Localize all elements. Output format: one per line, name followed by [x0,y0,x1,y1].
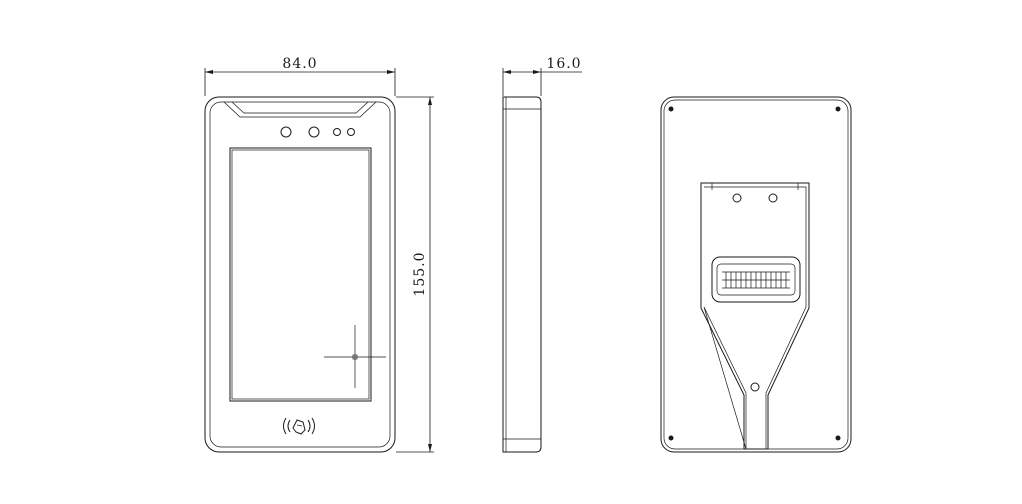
screw-bottom-right [835,435,841,441]
bracket-hole-bottom [750,382,760,392]
side-profile [502,96,542,453]
indicator-led-1 [333,128,341,136]
nfc-reader-icon [283,417,315,435]
screw-top-left [668,106,674,112]
height-dimension: 155.0 [396,96,434,453]
mounting-bracket-inner [703,186,807,450]
connector-housing [711,256,801,303]
display-screen [229,147,372,402]
connector-pins [722,271,790,289]
rear-view [660,96,852,453]
camera-lens-left [280,126,292,138]
front-inner-bezel [209,101,391,448]
camera-lens-right [308,126,320,138]
rear-outer-frame [660,96,852,453]
width-label: 84.0 [282,56,317,72]
height-label: 155.0 [412,251,428,296]
bracket-hole-right [768,193,778,203]
connector-body [716,263,796,296]
bracket-hole-left [732,193,742,203]
indicator-led-2 [347,128,355,136]
top-sensor-strip [223,101,377,118]
top-sensor-strip-inner [231,101,369,114]
depth-label: 16.0 [546,56,581,72]
crosshair-center [352,354,358,360]
screw-top-right [835,106,841,112]
screw-bottom-left [668,435,674,441]
display-screen-inner [231,149,370,400]
front-outer-frame [204,96,396,453]
side-view: 16.0 [502,56,582,453]
mounting-bracket [700,182,810,450]
width-dimension: 84.0 [204,56,396,96]
depth-dimension: 16.0 [502,56,582,96]
front-view: 84.0 155.0 [204,56,434,453]
